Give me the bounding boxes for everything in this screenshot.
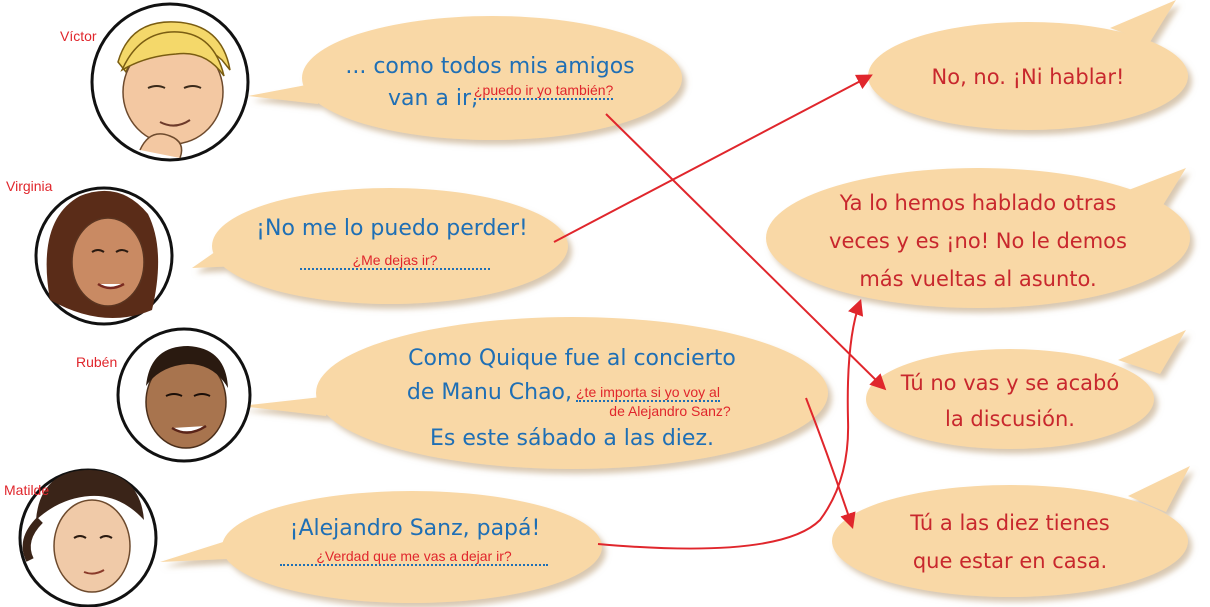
- reply-2-line3: más vueltas al asunto.: [859, 267, 1097, 291]
- arrow-victor-to-reply-3: [605, 113, 887, 391]
- portrait-ruben: [116, 327, 252, 463]
- reply-2-line1: Ya lo hemos hablado otras: [839, 191, 1117, 215]
- portrait-virginia: [34, 186, 174, 326]
- reply-2-line2: veces y es ¡no! No le demos: [829, 229, 1127, 253]
- portrait-matilde: [18, 468, 158, 607]
- answer-matilde: ¿Verdad que me vas a dejar ir?: [280, 548, 548, 566]
- speech-bubble-matilde: [160, 491, 602, 603]
- reply-4-line2: que estar en casa.: [912, 549, 1108, 573]
- portrait-victor: [90, 2, 250, 162]
- bubble-ruben-line3: Es este sábado a las diez.: [430, 426, 714, 451]
- bubble-ruben-line2: de Manu Chao,: [406, 380, 572, 405]
- speech-bubble-virginia: [192, 188, 568, 304]
- answer-ruben-line1: ¿te importa si yo voy al: [576, 384, 720, 402]
- arrow-matilde-to-reply-2: [597, 298, 864, 550]
- arrow-ruben-to-reply-4: [805, 397, 856, 530]
- reply-bubble-3: [866, 330, 1186, 449]
- bubble-virginia-line1: ¡No me lo puedo perder!: [256, 216, 528, 241]
- reply-1-line1: No, no. ¡Ni hablar!: [931, 65, 1125, 89]
- speech-bubble-victor: [248, 16, 682, 140]
- reply-3-line2: la discusión.: [945, 407, 1075, 431]
- reply-4-line1: Tú a las diez tienes: [910, 511, 1110, 535]
- name-ruben: Rubén: [76, 354, 118, 370]
- name-victor: Víctor: [60, 28, 97, 44]
- arrow-virginia-to-reply-1: [553, 74, 873, 243]
- bubble-matilde-line1: ¡Alejandro Sanz, papá!: [289, 516, 541, 541]
- bubble-ruben-line1: Como Quique fue al concierto: [408, 346, 736, 371]
- name-matilde: Matilde: [4, 482, 50, 498]
- bubble-victor-line1: ... como todos mis amigos: [345, 54, 635, 79]
- bubble-victor-line2: van a ir,: [387, 86, 478, 111]
- reply-3-line1: Tú no vas y se acabó: [900, 371, 1120, 395]
- answer-virginia: ¿Me dejas ir?: [300, 252, 490, 270]
- reply-bubble-4: [832, 466, 1190, 597]
- reply-bubble-2: [766, 168, 1190, 308]
- answer-ruben-line2: de Alejandro Sanz?: [609, 403, 731, 419]
- speech-bubble-ruben: [240, 317, 828, 469]
- name-virginia: Virginia: [6, 178, 53, 194]
- answer-victor: ¿puedo ir yo también?: [474, 82, 614, 100]
- reply-bubble-1: [868, 0, 1188, 130]
